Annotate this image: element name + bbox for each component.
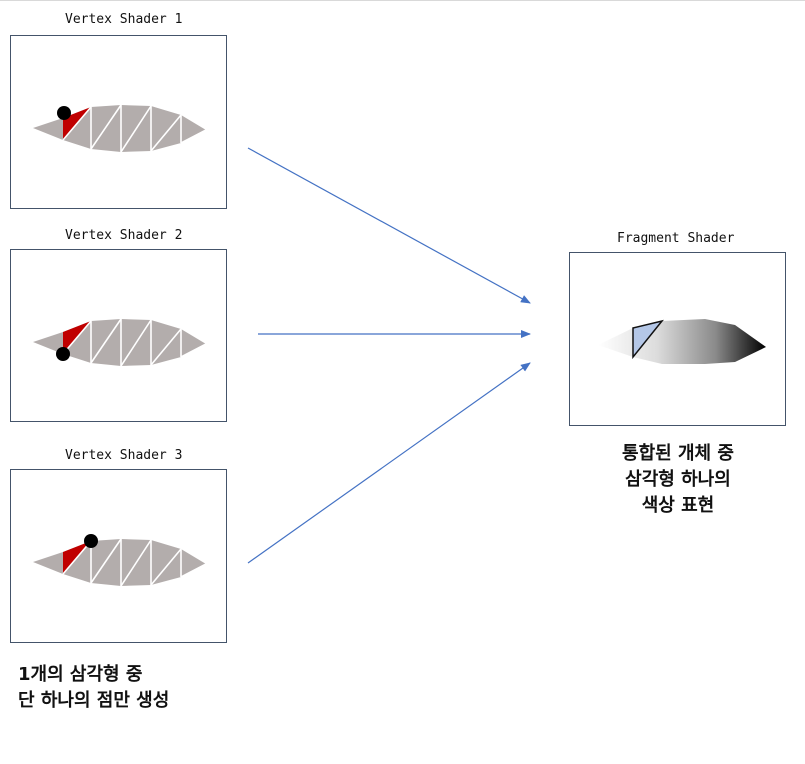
vertex-shader-3-panel [10,469,227,643]
vertex-dot [56,347,70,361]
fragment-shader-mesh [598,319,766,364]
vertex-dot [84,534,98,548]
fragment-caption-line-3: 색상 표현 [641,495,715,516]
vertex-shader-3-title: Vertex Shader 3 [65,448,183,463]
vertex-caption: 1개의 삼각형 중 단 하나의 점만 생성 [18,662,278,714]
vertex-shader-2-panel [10,249,227,422]
vertex-caption-line-1: 1개의 삼각형 중 [18,664,143,685]
mesh-lines [62,104,207,153]
fragment-caption-line-2: 삼각형 하나의 [625,469,731,490]
mesh-lines [62,538,207,587]
vertex-shader-3-mesh [33,534,207,587]
gradient-object [598,319,766,364]
fragment-caption: 통합된 개체 중 삼각형 하나의 색상 표현 [580,441,776,519]
top-rule [0,0,805,1]
vertex-dot [57,106,71,120]
vertex-shader-1-title: Vertex Shader 1 [65,12,183,27]
fragment-caption-line-1: 통합된 개체 중 [622,443,734,464]
mesh-group [33,318,207,367]
arrow-from-vertex-1 [247,147,531,304]
vertex-caption-line-2: 단 하나의 점만 생성 [18,690,170,711]
vertex-shader-1-mesh [33,104,207,153]
mesh-group [33,534,207,587]
mesh-group [33,104,207,153]
fragment-shader-title: Fragment Shader [617,231,735,246]
mesh-lines [62,318,207,367]
arrow-from-vertex-3 [247,362,531,564]
vertex-shader-2-mesh [33,318,207,367]
vertex-shader-1-panel [10,35,227,209]
fragment-shader-panel [569,252,786,426]
vertex-shader-2-title: Vertex Shader 2 [65,228,183,243]
colored-triangle [632,319,664,360]
